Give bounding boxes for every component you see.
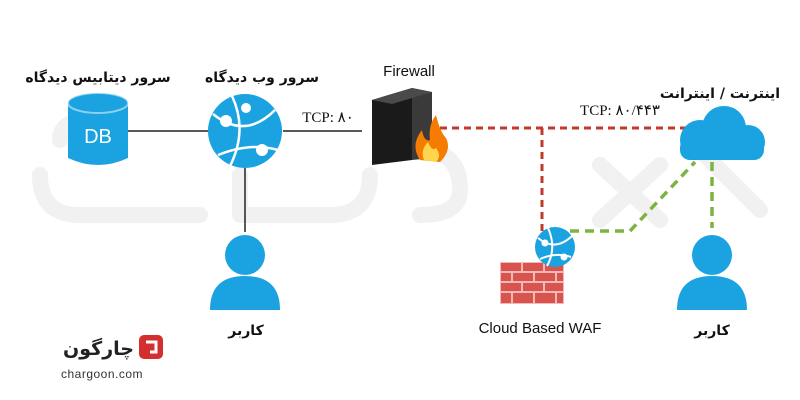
chargoon-logo-icon <box>139 335 163 359</box>
internet-label: اینترنت / اینترانت <box>660 86 780 102</box>
web-server-label: سرور وب دیدگاه <box>205 69 319 86</box>
edge-label-tcp-80: TCP: ۸۰ <box>302 110 354 126</box>
brand-name: چارگون <box>63 337 134 360</box>
web-server-node: سرور وب دیدگاه <box>205 69 319 168</box>
brand-url: chargoon.com <box>61 367 143 381</box>
db-icon-text: DB <box>84 126 112 148</box>
brand-logo: چارگون chargoon.com <box>61 335 163 381</box>
waf-node: Cloud Based WAF <box>479 227 602 337</box>
waf-globe-icon <box>535 227 575 267</box>
user-icon <box>210 235 280 310</box>
firewall-label: Firewall <box>383 63 435 80</box>
user-icon <box>677 235 747 310</box>
edge-waf-internet <box>555 160 697 233</box>
user-right-label: کاربر <box>693 323 730 339</box>
user-right-node: کاربر <box>677 235 747 339</box>
brick-wall-icon <box>500 262 564 304</box>
cloud-icon <box>680 106 765 160</box>
connections <box>128 126 714 255</box>
firewall-node: Firewall <box>372 63 448 165</box>
firewall-icon <box>372 88 448 165</box>
db-server-label: سرور دیتابیس دیدگاه <box>25 69 170 86</box>
database-icon <box>67 92 129 165</box>
user-left-label: کاربر <box>227 323 264 339</box>
db-server-node: DB سرور دیتابیس دیدگاه <box>25 69 171 165</box>
internet-node: اینترنت / اینترانت <box>660 86 780 160</box>
web-globe-icon <box>208 94 282 168</box>
waf-label: Cloud Based WAF <box>479 320 602 337</box>
edge-label-tcp-80-443: TCP: ۸۰/۴۴۳ <box>580 103 660 119</box>
user-left-node: کاربر <box>210 235 280 339</box>
